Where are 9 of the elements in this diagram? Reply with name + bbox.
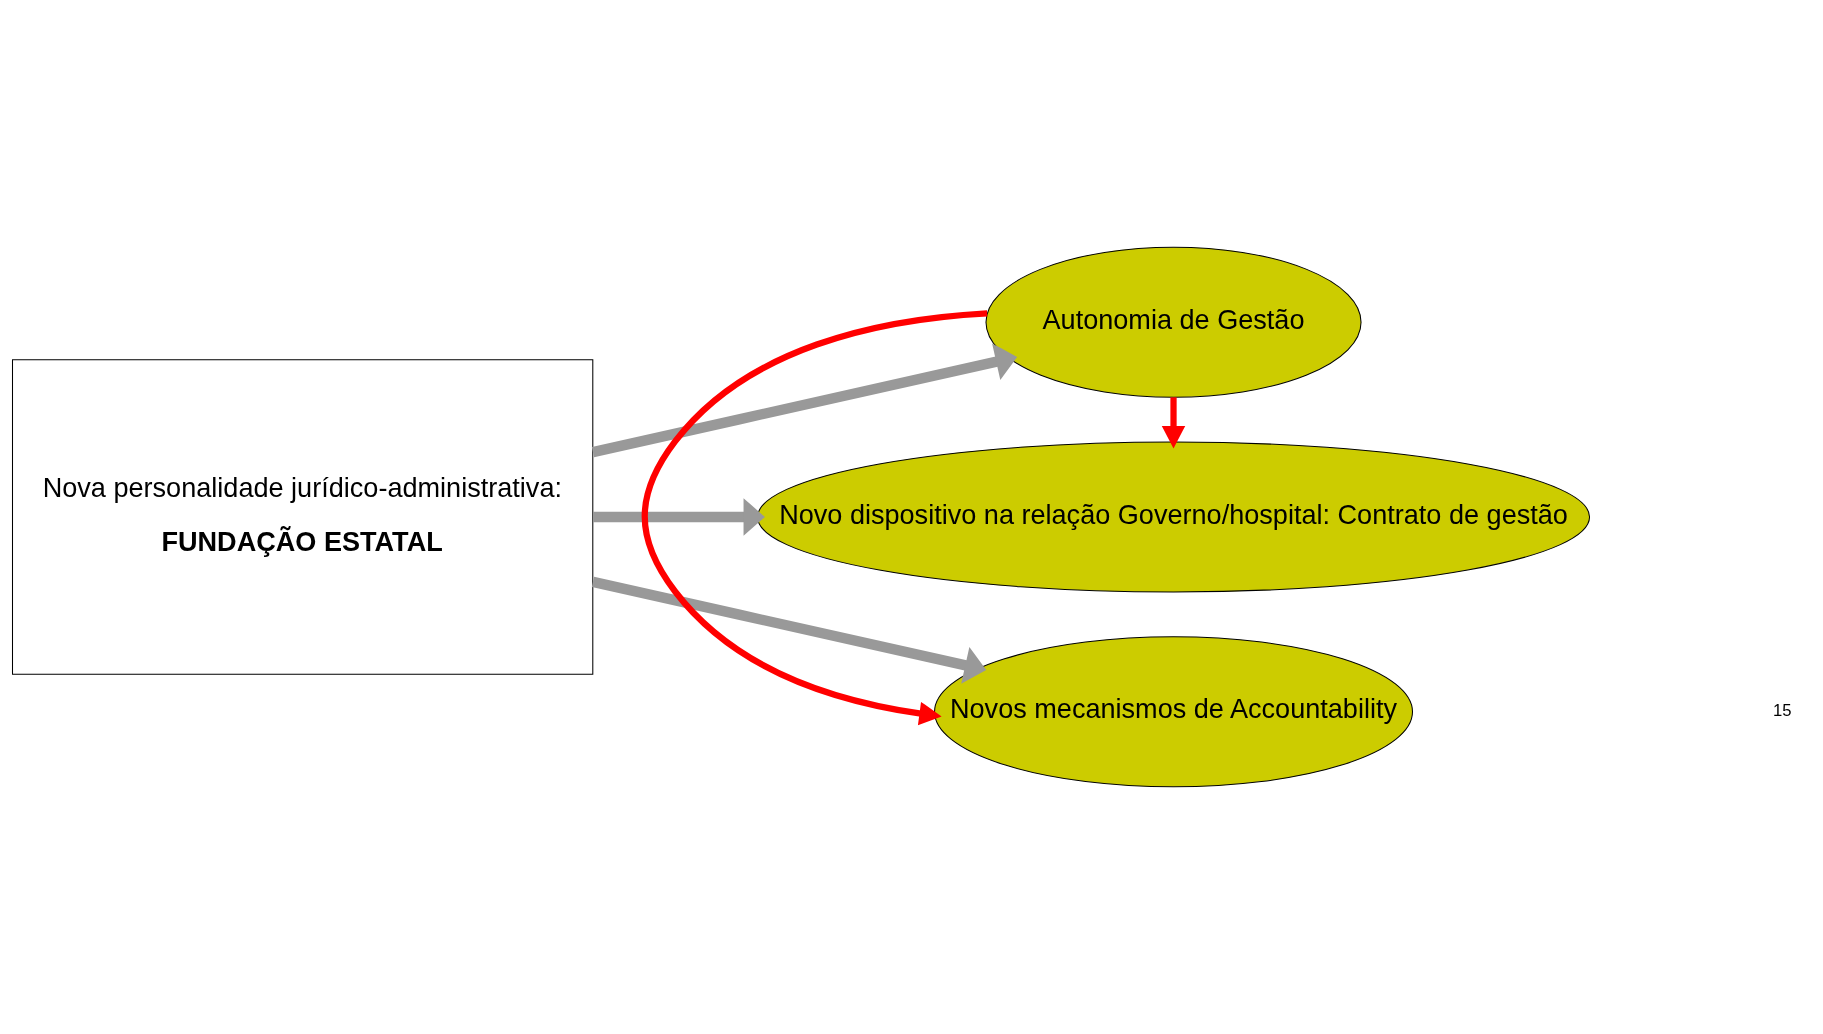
label: 15 [1773, 700, 1792, 720]
arrow [641, 310, 988, 726]
node-ellipse: Novos mecanismos de Accountability [934, 636, 1413, 788]
node-ellipse: Novo dispositivo na relação Governo/hospital: Contrato de gestão [757, 441, 1591, 593]
arrow [1161, 397, 1186, 449]
arrow [591, 576, 987, 684]
node-ellipse: Autonomia de Gestão [985, 246, 1362, 398]
arrow [591, 343, 1018, 458]
node-box: Nova personalidade jurídico-administrativa: FUNDAÇÃO ESTATAL [12, 359, 594, 675]
